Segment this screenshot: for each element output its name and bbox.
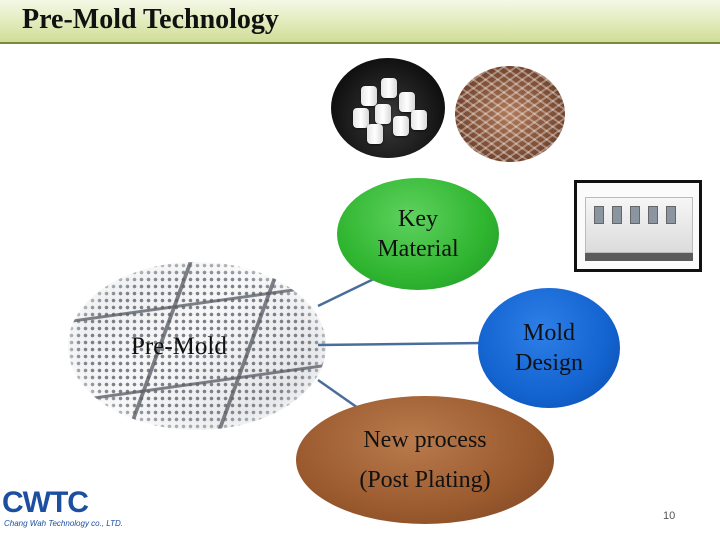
key-material-line-1: Key [398, 206, 438, 232]
new-process-node: New process (Post Plating) [296, 396, 554, 524]
pellet [381, 78, 397, 98]
machine-window [594, 206, 604, 224]
mold-design-line-2: Design [515, 350, 583, 376]
machine-window [612, 206, 622, 224]
page-number: 10 [663, 510, 676, 522]
mold-design-node: Mold Design [478, 288, 620, 408]
new-process-line-1: New process [363, 427, 487, 453]
pellet [367, 124, 383, 144]
pellet [399, 92, 415, 112]
connector-new [317, 378, 359, 410]
machine-window [648, 206, 658, 224]
connector-mold [317, 341, 484, 347]
pellet [353, 108, 369, 128]
mold-machine-photo [574, 180, 702, 272]
machine-body [585, 197, 693, 253]
pellets-photo [331, 58, 445, 158]
logo-subtitle: Chang Wah Technology co., LTD. [4, 519, 124, 528]
pellet [411, 110, 427, 130]
company-logo: CWTC Chang Wah Technology co., LTD. [2, 486, 126, 534]
key-material-line-2: Material [377, 236, 459, 262]
pellet [393, 116, 409, 136]
machine-base [585, 253, 693, 261]
slide-title: Pre-Mold Technology [22, 4, 279, 35]
logo-name: CWTC [2, 486, 89, 519]
machine-window [630, 206, 640, 224]
pellet [361, 86, 377, 106]
title-bar: Pre-Mold Technology [0, 0, 720, 44]
premold-label: Pre-Mold [131, 333, 227, 360]
pellet [375, 104, 391, 124]
premold-substrate-photo [68, 262, 326, 430]
lead-frame-photo [455, 66, 565, 162]
key-material-node: Key Material [337, 178, 499, 290]
machine-window [666, 206, 676, 224]
mold-design-line-1: Mold [522, 320, 575, 346]
new-process-line-2: (Post Plating) [359, 467, 491, 493]
